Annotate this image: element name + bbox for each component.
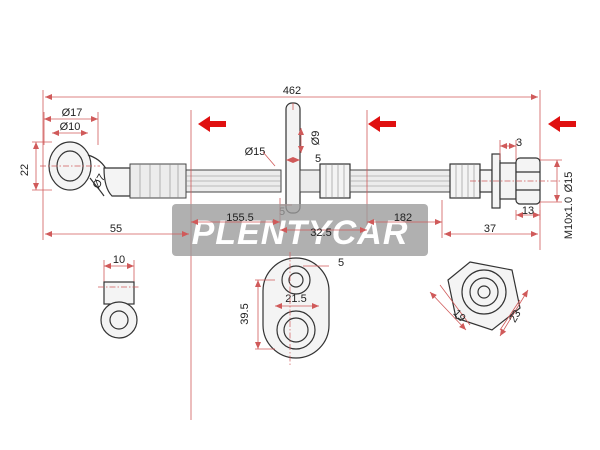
bracket-plate-view: 5 21.5 39.5	[239, 252, 344, 366]
fitting-length-label: 37	[484, 223, 496, 235]
direction-arrow-icon	[368, 116, 396, 132]
banjo-eye: Ø17 Ø10 22 Ø7	[19, 107, 131, 197]
end-fitting: 3 Ø15 13 M10x1.0	[470, 137, 575, 239]
left-hose-length-label: 155.5	[226, 212, 254, 224]
eye-height-label: 22	[19, 164, 31, 176]
fitting-hex-label: 13	[522, 205, 534, 217]
length-dimensions: 155.5 32.5 182 55 37	[45, 212, 538, 239]
total-length-label: 462	[283, 85, 301, 97]
total-length-dimension: 462	[42, 85, 541, 250]
thread-spec-label: M10x1.0	[563, 197, 575, 239]
eye-side-width-label: 10	[113, 254, 125, 266]
bracket: Ø9 5 Ø15 5	[245, 102, 351, 218]
bracket-plate-width-label: 21.5	[285, 293, 306, 305]
bracket-thickness-label: 5	[315, 153, 321, 165]
bracket-length-label: 32.5	[310, 227, 331, 239]
watermark-text: PLENTYCAR	[192, 214, 409, 252]
direction-arrow-icon	[548, 116, 576, 132]
hex-across-corners-label: 23	[507, 308, 524, 325]
collar-dia-label: Ø15	[245, 146, 266, 158]
eye-outer-dia-label: Ø17	[62, 107, 83, 119]
fitting-dia-label: Ø15	[563, 172, 575, 193]
hex-end-view: 19 23	[429, 261, 529, 337]
bracket-plate-height-label: 39.5	[239, 303, 251, 324]
bracket-hole-dia-label: Ø9	[310, 131, 322, 146]
right-hose-length-label: 182	[394, 212, 412, 224]
hose-right-section	[349, 163, 481, 199]
eye-side-view: 10	[98, 254, 140, 339]
hose-left-section	[129, 163, 282, 199]
direction-arrow-icon	[198, 116, 226, 132]
fitting-thread-len-label: 3	[516, 137, 522, 149]
eye-inner-dia-label: Ø10	[60, 121, 81, 133]
eye-offset-label: 55	[110, 223, 122, 235]
bracket-plate-thickness-label: 5	[338, 257, 344, 269]
